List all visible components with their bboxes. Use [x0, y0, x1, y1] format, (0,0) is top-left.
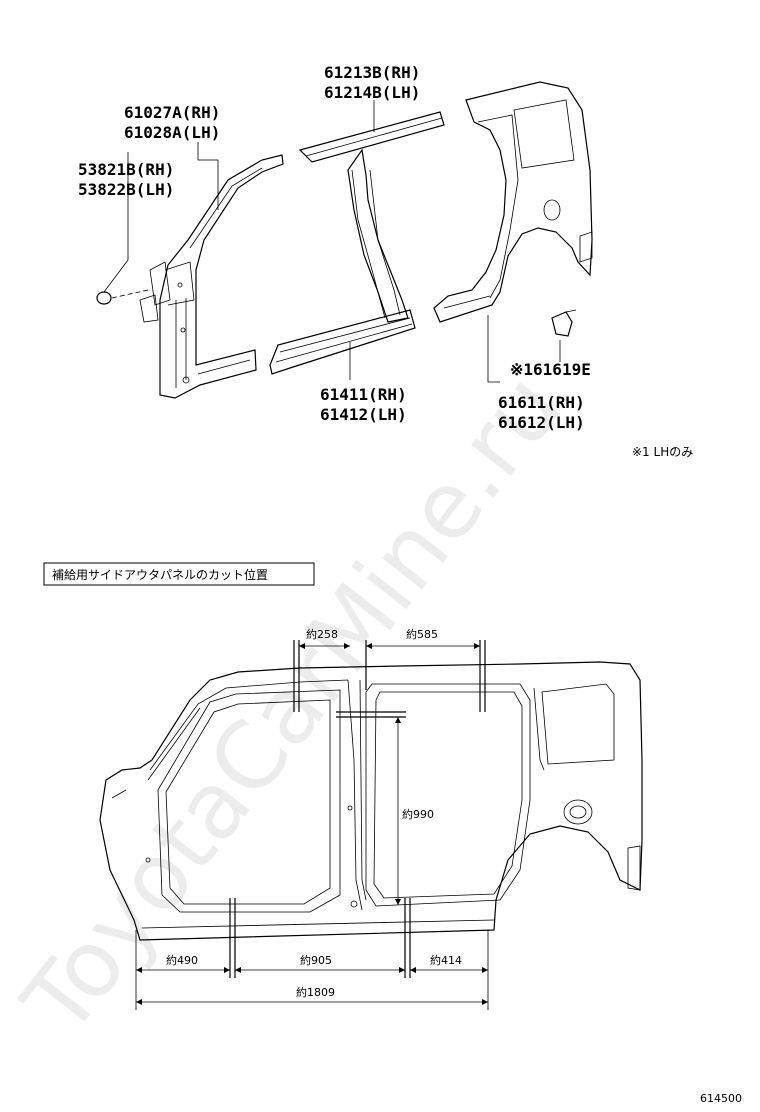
part-number-61214b: 61214B(LH)	[324, 83, 420, 102]
dimension-414: 約414	[430, 953, 462, 967]
dimension-990: 約990	[402, 807, 434, 821]
rocker-panel	[269, 309, 416, 375]
part-number-61213b: 61213B(RH)	[324, 63, 420, 82]
dimension-1809: 約1809	[296, 985, 335, 999]
part-number-61611: 61611(RH)	[498, 393, 585, 412]
figure-id: 614500	[700, 1092, 742, 1105]
part-number-61412: 61412(LH)	[320, 405, 407, 424]
part-number-53822b: 53822B(LH)	[78, 180, 174, 199]
watermark: ToyotaCarMine.ru	[2, 354, 582, 1054]
dimension-258: 約258	[306, 627, 338, 641]
part-number-53821b: 53821B(RH)	[78, 160, 174, 179]
cut-lines	[135, 640, 489, 1010]
part-number-61612: 61612(LH)	[498, 413, 585, 432]
roof-side-rail-panel	[298, 111, 445, 323]
section-title-box	[43, 562, 315, 586]
side-body-outline	[99, 661, 643, 941]
front-pillar-panel	[139, 154, 284, 399]
bracket-part	[551, 309, 577, 337]
part-number-61411: 61411(RH)	[320, 385, 407, 404]
part-number-61619e: ※161619E	[510, 360, 591, 379]
dimension-lines	[136, 643, 488, 1005]
section-title: 補給用サイドアウタパネルのカット位置	[52, 567, 268, 582]
lh-only-note: ※1 LHのみ	[632, 445, 693, 459]
part-number-61028a: 61028A(LH)	[124, 123, 220, 142]
part-number-61027a: 61027A(RH)	[124, 103, 220, 122]
rear-quarter-panel	[433, 81, 593, 323]
dimension-905: 約905	[300, 953, 332, 967]
dimension-490: 約490	[166, 953, 198, 967]
dimension-585: 約585	[406, 627, 438, 641]
leader-lines-top	[103, 100, 561, 383]
